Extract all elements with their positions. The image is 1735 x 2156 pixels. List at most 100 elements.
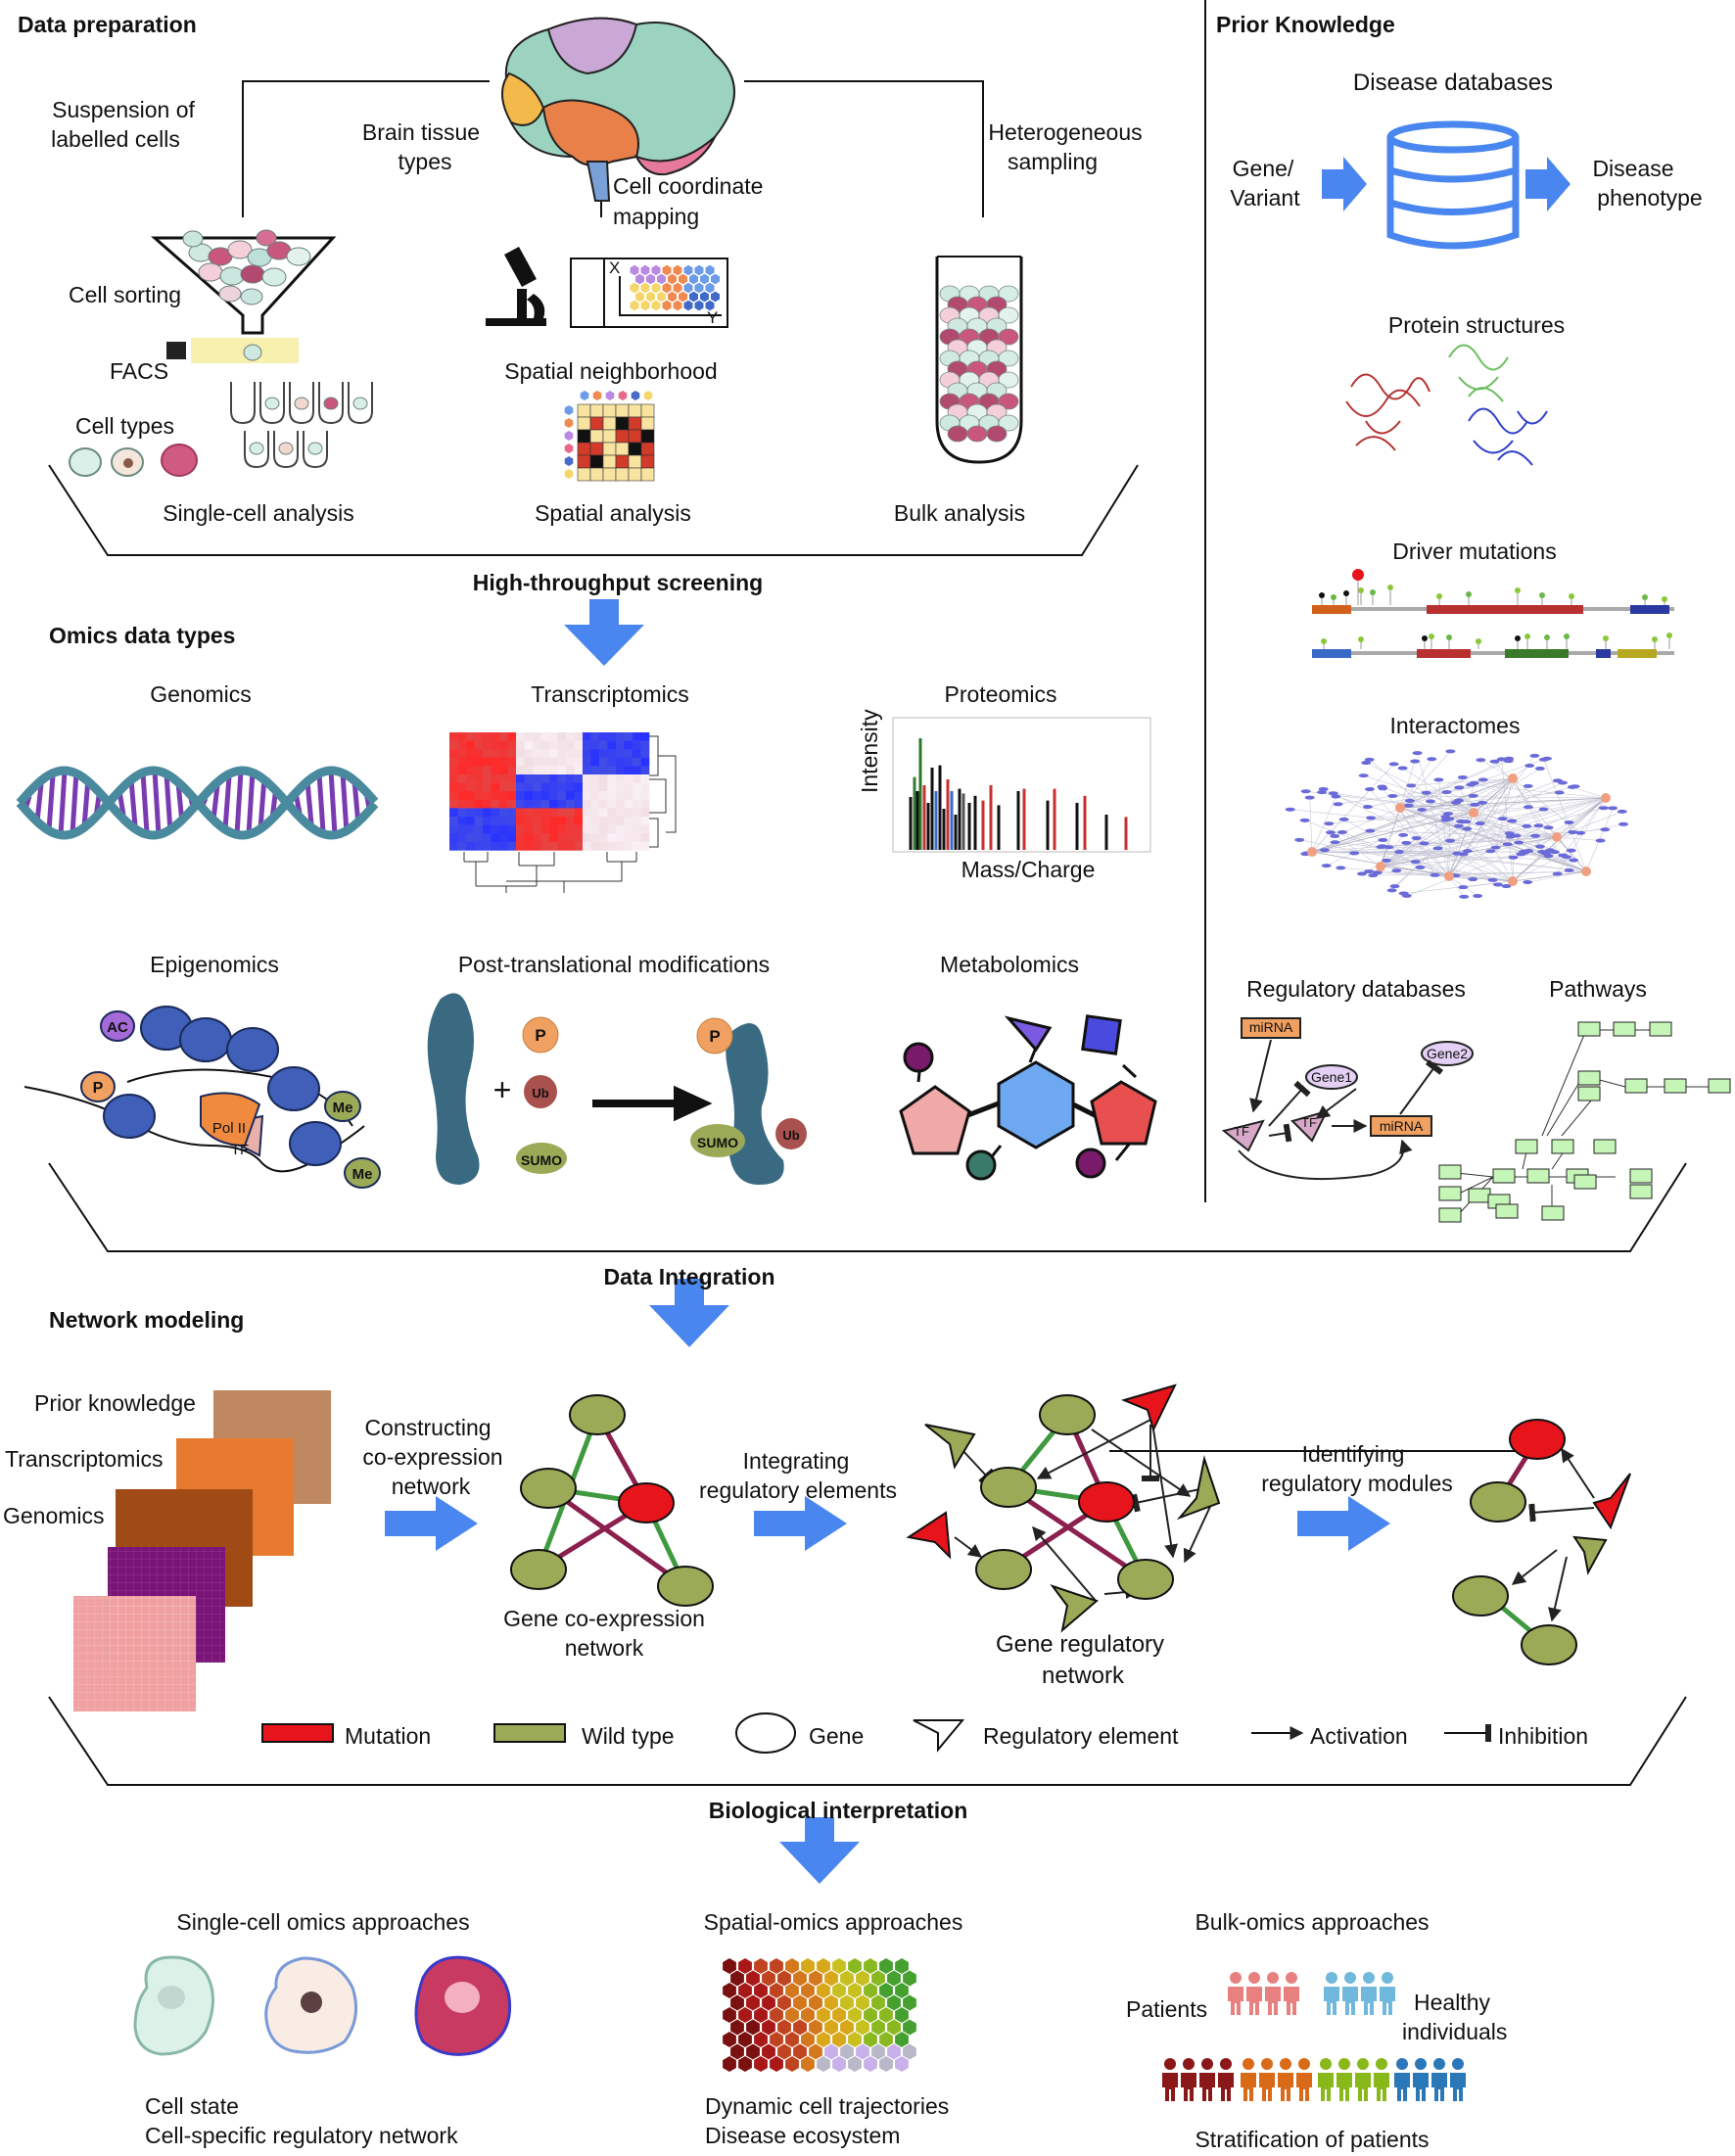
- protein-node: [1285, 807, 1295, 812]
- hex-cell: [847, 2005, 863, 2025]
- hex-cell: [678, 291, 688, 303]
- hex-cell: [878, 2005, 894, 2025]
- hex-cell: [816, 2054, 831, 2074]
- label-driver-mutations: Driver mutations: [1392, 539, 1557, 564]
- cell: [998, 371, 1019, 389]
- hex-cell: [831, 2054, 847, 2074]
- protein-node: [1432, 846, 1443, 851]
- section-high-throughput: High-throughput screening: [472, 570, 764, 595]
- heatmap-cell: [524, 774, 534, 783]
- heatmap-cell: [457, 824, 467, 834]
- heatmap-cell: [533, 757, 541, 767]
- heatmap-cell: [607, 817, 617, 825]
- heatmap-cell: [640, 799, 650, 809]
- heatmap-cell: [549, 791, 558, 801]
- base-pair: [34, 783, 44, 822]
- protein-node: [1412, 751, 1423, 756]
- protein-node: [1459, 894, 1470, 899]
- hex-cell: [650, 264, 662, 276]
- heatmap-cell: [557, 782, 567, 792]
- heatmap-cell: [507, 749, 517, 759]
- heatmap-cell: [540, 791, 550, 801]
- heatmap-cell: [491, 808, 500, 818]
- protein-node: [1473, 894, 1483, 899]
- heatmap-cell: [640, 757, 650, 767]
- hub-node: [1376, 862, 1385, 871]
- heatmap-cell: [566, 833, 575, 843]
- heatmap-cell: [607, 766, 617, 775]
- label-bulk-analysis: Bulk analysis: [893, 500, 1026, 526]
- label-healthy-2: individuals: [1402, 2019, 1508, 2044]
- heatmap-cell: [616, 766, 625, 775]
- heatmap-cell: [607, 740, 617, 750]
- label-single-cell-approaches: Single-cell omics approaches: [176, 1909, 470, 1935]
- matrix-cell: [589, 429, 604, 444]
- hub-node: [1552, 832, 1562, 842]
- hex-cell: [661, 282, 673, 294]
- heatmap-cell: [633, 791, 641, 801]
- matrix-cell: [628, 403, 642, 418]
- label-disease-databases: Disease databases: [1352, 70, 1554, 96]
- protein-node: [1441, 789, 1452, 794]
- protein-domain: [1427, 605, 1583, 614]
- heatmap-cell: [524, 817, 534, 825]
- pathway-node: [1526, 1168, 1550, 1184]
- right-arrow-icon: [754, 1496, 847, 1551]
- label-spatial-neighborhood: Spatial neighborhood: [504, 358, 718, 384]
- heatmap-cell: [549, 782, 558, 792]
- hex-cell: [870, 1969, 886, 1988]
- network-tray: [48, 1696, 1687, 1786]
- hex-cell: [745, 1993, 761, 2012]
- hex-cell: [722, 2030, 737, 2049]
- base-pair: [340, 773, 350, 833]
- protein-node: [1538, 757, 1549, 762]
- label-disease-phenotype-1: Disease: [1592, 156, 1674, 181]
- hub-node: [1444, 871, 1454, 881]
- hex-cell: [792, 2018, 808, 2037]
- heatmap-cell: [516, 833, 525, 843]
- heatmap-cell: [599, 749, 608, 759]
- protein-node: [1552, 778, 1563, 783]
- mutation-head: [1603, 635, 1609, 641]
- mark-ac: AC: [107, 1019, 128, 1036]
- protein-domain: [1312, 649, 1351, 658]
- hex-cell: [769, 2030, 784, 2049]
- heatmap-cell: [574, 732, 584, 741]
- heatmap-cell: [449, 732, 458, 741]
- heatmap-cell: [533, 782, 541, 792]
- protein-node: [1618, 821, 1629, 826]
- mutation-head: [1524, 633, 1530, 639]
- hex-cell: [656, 273, 667, 285]
- heatmap-cell: [590, 791, 600, 801]
- hex-cell: [667, 273, 678, 285]
- person-body: [1431, 2073, 1447, 2101]
- protein-node: [1364, 787, 1375, 792]
- protein-node: [1492, 882, 1503, 887]
- heatmap-cell: [466, 833, 475, 843]
- protein-node: [1538, 807, 1549, 812]
- heatmap-cell: [491, 799, 500, 809]
- heatmap-cell: [466, 841, 475, 851]
- interaction-edge: [1399, 797, 1607, 809]
- hex-cell: [894, 2030, 910, 2049]
- gene-node-mutated: [618, 1482, 675, 1523]
- hex-marker: [618, 391, 628, 400]
- heatmap-cell: [516, 841, 525, 851]
- hex-cell: [902, 2018, 917, 2037]
- interaction-edge: [1430, 801, 1475, 814]
- hex-cell: [878, 1956, 894, 1976]
- hex-cell: [634, 291, 645, 303]
- hex-cell: [672, 300, 683, 311]
- heatmap-cell: [474, 833, 484, 843]
- data-layers-stack: [73, 1390, 331, 1711]
- heatmap-cell: [491, 757, 500, 767]
- heatmap-cell: [533, 791, 541, 801]
- hex-marker: [564, 469, 574, 479]
- heatmap-cell: [607, 774, 617, 783]
- section-omics-data-types: Omics data types: [49, 623, 236, 648]
- label-single-cell-analysis: Single-cell analysis: [163, 500, 354, 526]
- protein-structure-icon: [1345, 344, 1548, 466]
- heatmap-cell: [583, 833, 591, 843]
- heatmap-cell: [516, 774, 525, 783]
- interaction-edge: [1521, 797, 1607, 855]
